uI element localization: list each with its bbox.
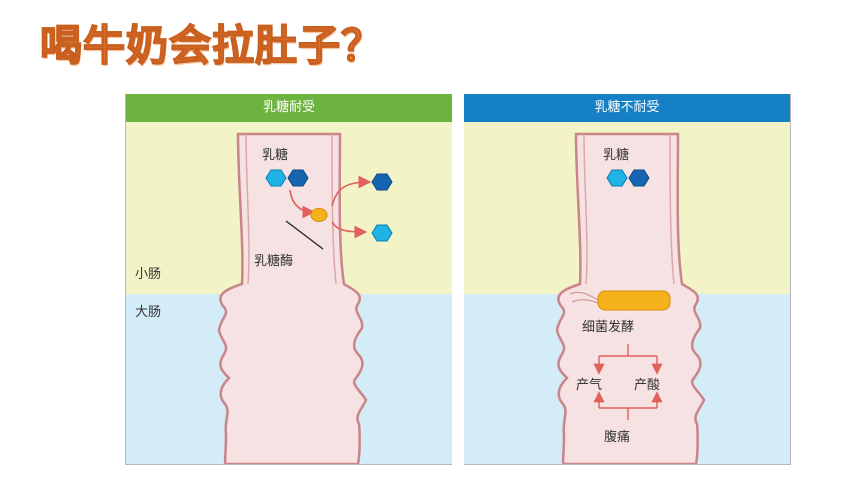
lactose-intolerant-panel: 乳糖不耐受 乳糖 细菌发酵 产气 产酸 腹痛 bbox=[464, 94, 791, 465]
lactose-glucose-hexagon bbox=[265, 169, 287, 187]
tolerant-diagram bbox=[217, 132, 393, 464]
lactase-enzyme bbox=[310, 208, 328, 222]
lactose-tolerant-panel: 乳糖耐受 乳糖 乳糖酶 小肠 大肠 bbox=[125, 94, 452, 465]
lactose-galactose-hexagon bbox=[628, 169, 650, 187]
intestine-tube bbox=[217, 132, 368, 464]
intestine-inner-wall-left bbox=[245, 133, 250, 285]
gas-production-label: 产气 bbox=[576, 378, 603, 393]
glucose-product-hexagon bbox=[371, 224, 393, 242]
lactose-galactose-hexagon bbox=[287, 169, 309, 187]
bacteria-fermentation-label: 细菌发酵 bbox=[582, 320, 635, 335]
intolerant-diagram bbox=[555, 132, 706, 464]
large-intestine-label: 大肠 bbox=[135, 305, 162, 320]
product-arrow-down bbox=[331, 221, 368, 239]
lactose-tolerant-header: 乳糖耐受 bbox=[126, 94, 452, 122]
reaction-arrow bbox=[289, 189, 316, 219]
bacteria bbox=[597, 290, 671, 311]
lactose-label: 乳糖 bbox=[603, 148, 630, 163]
bacteria-tail-1 bbox=[569, 291, 599, 301]
lactose-glucose-hexagon bbox=[606, 169, 628, 187]
lactose-label: 乳糖 bbox=[262, 148, 289, 163]
lactase-label: 乳糖酶 bbox=[254, 254, 294, 269]
lactose-intolerant-header: 乳糖不耐受 bbox=[464, 94, 790, 122]
acid-production-label: 产酸 bbox=[634, 378, 661, 393]
intestine-inner-wall-right bbox=[669, 133, 675, 285]
abdominal-pain-label: 腹痛 bbox=[604, 430, 631, 445]
slide-title: 喝牛奶会拉肚子？ bbox=[39, 20, 385, 71]
galactose-product-hexagon bbox=[371, 173, 393, 191]
enzyme-pointer-line bbox=[285, 220, 324, 250]
intestine-inner-wall-right bbox=[331, 133, 337, 285]
intestine-inner-wall-left bbox=[583, 133, 588, 285]
small-intestine-label: 小肠 bbox=[135, 267, 162, 282]
product-arrow-up bbox=[331, 175, 372, 207]
bacteria-tail-2 bbox=[571, 299, 599, 304]
